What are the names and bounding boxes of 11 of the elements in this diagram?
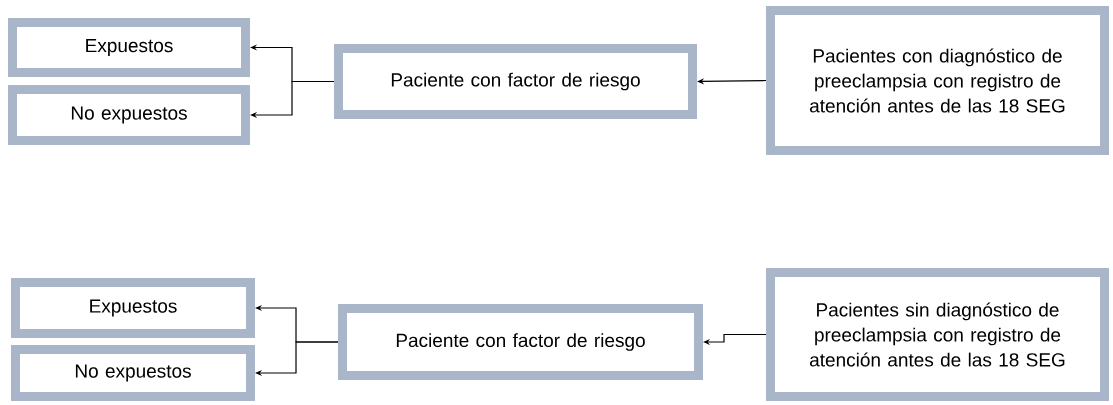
process-box: Expuestos (8, 18, 250, 77)
process-box: Paciente con factor de riesgo (334, 44, 697, 119)
arrow (703, 333, 767, 346)
arrow (250, 80, 335, 119)
process-box: Pacientes sin diagnóstico de preeclampsia con registro de atención antes de las 18 SEG (766, 268, 1109, 401)
process-box: No expuestos (8, 85, 250, 145)
process-box: Expuestos (11, 278, 255, 338)
arrow (255, 341, 339, 377)
process-box: Pacientes con diagnóstico de preeclampsia con registro de atención antes de las 18 SEG (766, 6, 1109, 155)
process-box: Paciente con factor de riesgo (338, 304, 703, 380)
process-box: No expuestos (11, 345, 255, 401)
